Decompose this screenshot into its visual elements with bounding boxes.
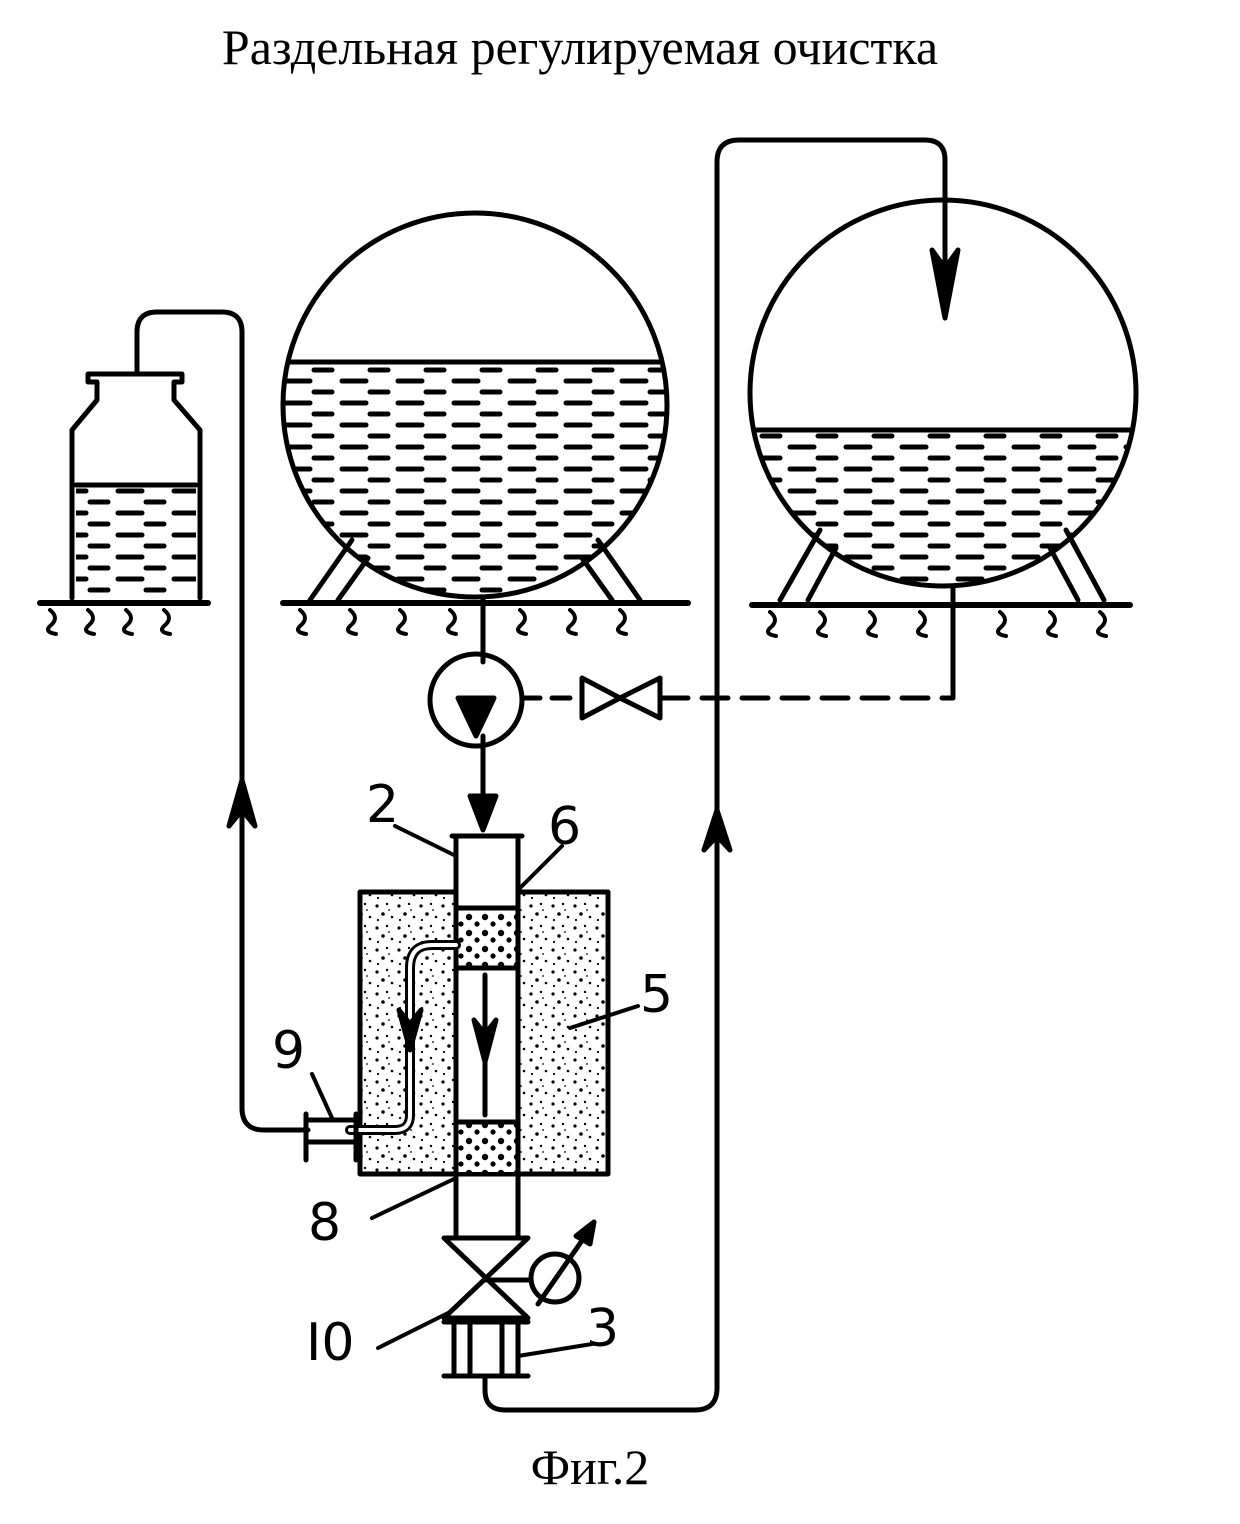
label-6: 6 xyxy=(548,797,581,857)
recirculation-line xyxy=(519,675,956,721)
ground-lines xyxy=(37,600,1133,638)
pump xyxy=(427,651,525,833)
filter-column xyxy=(303,833,611,1379)
label-3: 3 xyxy=(586,1299,619,1359)
label-9: 9 xyxy=(272,1021,305,1081)
tank-source xyxy=(280,210,670,665)
label-10: I0 xyxy=(306,1313,354,1373)
diagram-title: Раздельная регулируемая очистка xyxy=(221,19,939,75)
label-5: 5 xyxy=(640,965,673,1025)
figure-caption: Фиг.2 xyxy=(530,1439,650,1495)
flow-arrow-icon xyxy=(226,777,258,829)
label-8: 8 xyxy=(308,1193,341,1253)
label-2: 2 xyxy=(366,775,399,835)
reagent-bottle xyxy=(69,309,311,1133)
return-line xyxy=(482,137,961,1413)
leader-lines xyxy=(310,824,640,1358)
